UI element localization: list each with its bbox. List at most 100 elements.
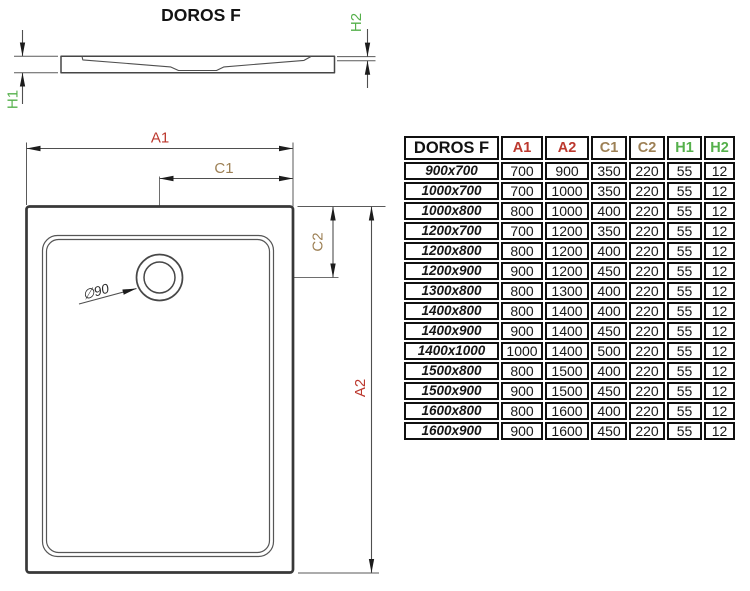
value-cell: 1300 — [545, 282, 589, 300]
h2-label: H2 — [348, 13, 365, 32]
drain-diameter-callout: ∅90 — [78, 281, 137, 305]
value-cell: 800 — [501, 282, 543, 300]
value-cell: 450 — [591, 322, 627, 340]
value-cell: 220 — [629, 262, 665, 280]
value-cell: 1000 — [501, 342, 543, 360]
value-cell: 220 — [629, 182, 665, 200]
dimension-c1: C1 — [159, 160, 293, 182]
value-cell: 55 — [667, 382, 702, 400]
size-cell: 1400x800 — [404, 302, 499, 320]
value-cell: 12 — [704, 162, 735, 180]
value-cell: 55 — [667, 182, 702, 200]
tray-profile-outline — [60, 55, 336, 74]
value-cell: 1200 — [545, 222, 589, 240]
column-header-h1: H1 — [667, 136, 702, 160]
value-cell: 55 — [667, 422, 702, 440]
technical-drawing: DOROS F H1 H2 — [5, 5, 386, 574]
value-cell: 1400 — [545, 322, 589, 340]
drain-outer-circle — [135, 253, 184, 302]
size-cell: 1200x900 — [404, 262, 499, 280]
value-cell: 12 — [704, 182, 735, 200]
size-cell: 1500x800 — [404, 362, 499, 380]
value-cell: 12 — [704, 322, 735, 340]
value-cell: 55 — [667, 222, 702, 240]
dimension-h1: H1 — [5, 30, 58, 109]
value-cell: 1400 — [545, 342, 589, 360]
size-cell: 1200x700 — [404, 222, 499, 240]
value-cell: 12 — [704, 242, 735, 260]
dimension-c2: C2 — [297, 206, 386, 278]
tray-outer-edge — [25, 205, 295, 574]
value-cell: 1000 — [545, 202, 589, 220]
value-cell: 350 — [591, 162, 627, 180]
size-cell: 900x700 — [404, 162, 499, 180]
value-cell: 55 — [667, 302, 702, 320]
value-cell: 400 — [591, 202, 627, 220]
value-cell: 900 — [545, 162, 589, 180]
top-view: A1 C1 C2 A2 ∅90 — [25, 130, 386, 574]
value-cell: 220 — [629, 282, 665, 300]
value-cell: 450 — [591, 422, 627, 440]
value-cell: 1600 — [545, 402, 589, 420]
value-cell: 12 — [704, 282, 735, 300]
value-cell: 220 — [629, 382, 665, 400]
dimension-a1: A1 — [26, 130, 294, 207]
column-header-h2: H2 — [704, 136, 735, 160]
value-cell: 12 — [704, 362, 735, 380]
value-cell: 55 — [667, 342, 702, 360]
value-cell: 220 — [629, 202, 665, 220]
value-cell: 700 — [501, 162, 543, 180]
drain-diameter-label: ∅90 — [81, 281, 111, 303]
table-model-header: DOROS F — [404, 136, 499, 160]
value-cell: 12 — [704, 402, 735, 420]
size-cell: 1000x800 — [404, 202, 499, 220]
value-cell: 800 — [501, 362, 543, 380]
value-cell: 55 — [667, 202, 702, 220]
value-cell: 400 — [591, 282, 627, 300]
value-cell: 55 — [667, 362, 702, 380]
value-cell: 900 — [501, 262, 543, 280]
tray-inner-rim-outer-line — [41, 234, 275, 558]
value-cell: 220 — [629, 302, 665, 320]
column-header-a1: A1 — [501, 136, 543, 160]
column-header-c2: C2 — [629, 136, 665, 160]
value-cell: 450 — [591, 262, 627, 280]
value-cell: 1600 — [545, 422, 589, 440]
value-cell: 220 — [629, 242, 665, 260]
tray-profile-basin-slope — [81, 56, 312, 72]
size-cell: 1400x1000 — [404, 342, 499, 360]
size-cell: 1600x900 — [404, 422, 499, 440]
value-cell: 800 — [501, 302, 543, 320]
size-cell: 1000x700 — [404, 182, 499, 200]
value-cell: 400 — [591, 362, 627, 380]
value-cell: 220 — [629, 402, 665, 420]
size-cell: 1400x900 — [404, 322, 499, 340]
value-cell: 12 — [704, 262, 735, 280]
c1-label: C1 — [214, 160, 233, 177]
value-cell: 900 — [501, 422, 543, 440]
value-cell: 1500 — [545, 362, 589, 380]
value-cell: 400 — [591, 402, 627, 420]
value-cell: 12 — [704, 342, 735, 360]
value-cell: 12 — [704, 202, 735, 220]
value-cell: 450 — [591, 382, 627, 400]
value-cell: 220 — [629, 422, 665, 440]
value-cell: 12 — [704, 382, 735, 400]
tray-inner-rim-inner-line — [45, 238, 271, 554]
value-cell: 400 — [591, 302, 627, 320]
value-cell: 55 — [667, 262, 702, 280]
a1-label: A1 — [151, 130, 169, 147]
value-cell: 55 — [667, 242, 702, 260]
value-cell: 500 — [591, 342, 627, 360]
dimension-h2: H2 — [337, 13, 376, 88]
value-cell: 1400 — [545, 302, 589, 320]
